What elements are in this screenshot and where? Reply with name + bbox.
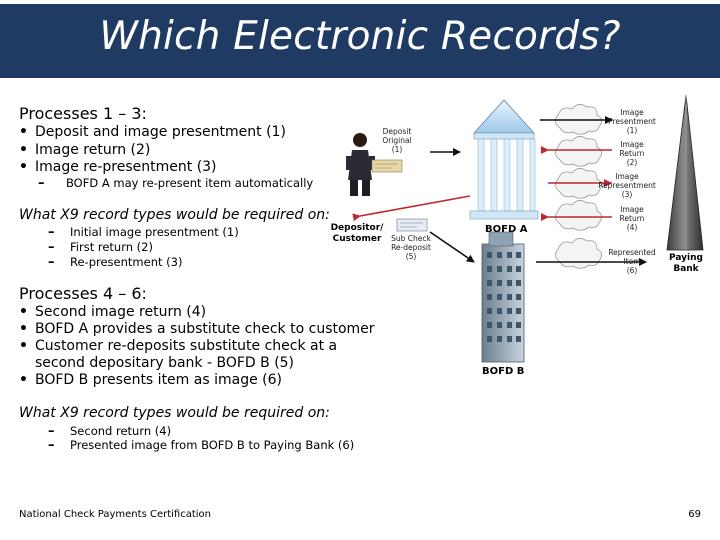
label-line: Re-deposit	[391, 243, 431, 252]
footer-text: National Check Payments Certification	[19, 509, 211, 520]
section1-question-item: –First return (2)	[48, 240, 153, 255]
image-representment-label: Image Representment (3)	[596, 172, 658, 199]
bofd-a-building-icon	[469, 99, 539, 220]
label-line: Presentment	[608, 117, 656, 126]
question-item-text: First return (2)	[70, 240, 153, 254]
section1-question-item: –Re-presentment (3)	[48, 255, 183, 270]
section2-bullet-text: Second image return (4)	[35, 304, 207, 320]
label-line: (1)	[391, 145, 403, 154]
sub-check-label: Sub Check Re-deposit (5)	[388, 234, 434, 261]
check-document-icon	[371, 159, 403, 173]
question-item-text: Second return (4)	[70, 424, 172, 438]
label-line: Image	[620, 205, 644, 214]
section2-bullet: •Second image return (4)	[19, 304, 207, 320]
paying-bank-label: Paying Bank	[666, 253, 706, 275]
section1-heading: Processes 1 – 3:	[19, 104, 147, 123]
bofd-b-label: BOFD B	[482, 366, 525, 377]
label-line: Return	[619, 149, 645, 158]
customer-icon	[346, 133, 375, 196]
label-line: Image	[620, 108, 644, 117]
section2-bullet-text: BOFD B presents item as image (6)	[35, 372, 282, 388]
question-item-text: Re-presentment (3)	[70, 255, 183, 269]
paying-bank-tower-icon	[666, 94, 704, 251]
section2-bullet: •Customer re-deposits substitute check a…	[19, 338, 338, 354]
label-line: (1)	[626, 126, 638, 135]
image-return-4-label: Image Return (4)	[606, 205, 658, 232]
section1-bullet: •Image return (2)	[19, 142, 151, 158]
label-line: Customer	[332, 234, 382, 244]
section1-question: What X9 record types would be required o…	[19, 207, 330, 223]
section1-bullet: •Deposit and image presentment (1)	[19, 124, 286, 140]
label-line: (2)	[626, 158, 638, 167]
section1-bullet-text: Image return (2)	[35, 142, 151, 158]
section1-sub-bullet: –BOFD A may re-present item automaticall…	[38, 176, 314, 191]
section2-heading: Processes 4 – 6:	[19, 284, 147, 303]
label-line: Represented	[608, 248, 656, 257]
page-number: 69	[688, 509, 701, 520]
label-line: (6)	[626, 266, 638, 275]
label-line: (5)	[405, 252, 417, 261]
label-line: Paying	[669, 253, 703, 263]
section2-bullet: •BOFD B presents item as image (6)	[19, 372, 282, 388]
represented-item-label: Represented Item (6)	[606, 248, 658, 275]
section2-bullet-text: Customer re-deposits substitute check at…	[35, 338, 338, 354]
slide-title: Which Electronic Records?	[99, 14, 621, 59]
label-line: Deposit	[382, 127, 412, 136]
section2-question-item: –Presented image from BOFD B to Paying B…	[48, 438, 355, 453]
image-cloud-icons	[555, 104, 602, 269]
label-line: (4)	[626, 223, 638, 232]
depositor-label: Depositor/ Customer	[326, 223, 388, 245]
section1-bullet-text: Image re-presentment (3)	[35, 159, 217, 175]
section2-question-item: –Second return (4)	[48, 424, 172, 439]
question-item-text: Initial image presentment (1)	[70, 225, 239, 239]
section2-bullet-text: BOFD A provides a substitute check to cu…	[35, 321, 375, 337]
bofd-a-label: BOFD A	[485, 224, 528, 235]
section1-bullet: •Image re-presentment (3)	[19, 159, 217, 175]
image-return-2-label: Image Return (2)	[606, 140, 658, 167]
label-line: Image	[620, 140, 644, 149]
bofd-b-building-icon	[481, 231, 525, 363]
question-item-text: Presented image from BOFD B to Paying Ba…	[70, 438, 355, 452]
substitute-check-icon	[396, 218, 428, 232]
title-background	[0, 4, 720, 78]
title-bar: Which Electronic Records?	[0, 0, 720, 82]
section2-question: What X9 record types would be required o…	[19, 405, 330, 421]
label-line: (3)	[621, 190, 633, 199]
section1-question-item: –Initial image presentment (1)	[48, 225, 239, 240]
label-line: Item	[623, 257, 641, 266]
section2-bullet: •BOFD A provides a substitute check to c…	[19, 321, 375, 337]
deposit-original-label: Deposit Original (1)	[376, 127, 418, 154]
label-line: Representment	[598, 181, 656, 190]
section2-bullet-text: second depositary bank - BOFD B (5)	[35, 355, 295, 371]
section1-sub-bullet-text: BOFD A may re-present item automatically	[66, 176, 314, 190]
label-line: Image	[615, 172, 639, 181]
label-line: Sub Check	[391, 234, 431, 243]
label-line: Return	[619, 214, 645, 223]
image-presentment-label: Image Presentment (1)	[606, 108, 658, 135]
section1-bullet-text: Deposit and image presentment (1)	[35, 124, 286, 140]
section2-bullet-continued: second depositary bank - BOFD B (5)	[19, 355, 294, 371]
label-line: Original	[382, 136, 412, 145]
label-line: Bank	[673, 264, 699, 274]
label-line: Depositor/	[330, 223, 384, 233]
